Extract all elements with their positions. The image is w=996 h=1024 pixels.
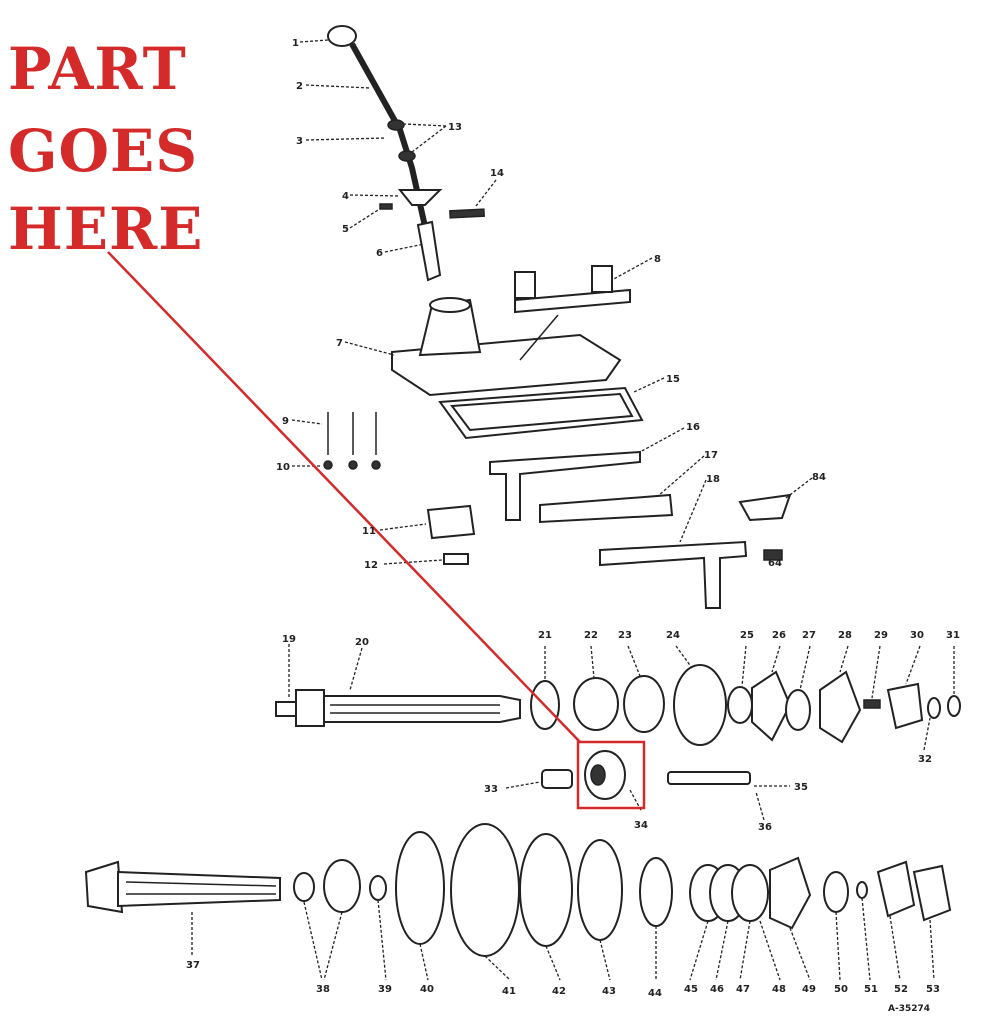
part-label-32: 32 bbox=[918, 754, 932, 765]
part-label-16: 16 bbox=[686, 422, 700, 433]
part-label-6: 6 bbox=[376, 248, 383, 259]
part-label-34: 34 bbox=[634, 820, 648, 831]
part-label-45: 45 bbox=[684, 984, 698, 995]
part-label-15: 15 bbox=[666, 374, 680, 385]
part-label-37: 37 bbox=[186, 960, 200, 971]
part-label-8: 8 bbox=[654, 254, 661, 265]
part-label-29: 29 bbox=[874, 630, 888, 641]
part-label-53: 53 bbox=[926, 984, 940, 995]
part-label-49: 49 bbox=[802, 984, 816, 995]
part-label-47: 47 bbox=[736, 984, 750, 995]
part-label-1: 1 bbox=[292, 38, 299, 49]
part-label-10: 10 bbox=[276, 462, 290, 473]
part-label-46: 46 bbox=[710, 984, 724, 995]
input-shaft bbox=[275, 644, 521, 727]
countershaft-gears bbox=[293, 823, 952, 981]
part-label-44: 44 bbox=[648, 988, 662, 999]
main-gears-row bbox=[530, 645, 961, 751]
part-label-28: 28 bbox=[838, 630, 852, 641]
part-label-13: 13 bbox=[448, 122, 462, 133]
part-label-24: 24 bbox=[666, 630, 680, 641]
drawing-code: A-35274 bbox=[888, 1004, 931, 1014]
part-label-26: 26 bbox=[772, 630, 786, 641]
part-label-48: 48 bbox=[772, 984, 786, 995]
shifter-fork-18 bbox=[599, 479, 748, 609]
part-label-22: 22 bbox=[584, 630, 598, 641]
part-label-39: 39 bbox=[378, 984, 392, 995]
part-label-41: 41 bbox=[502, 986, 516, 997]
part-label-64: 64 bbox=[768, 558, 782, 569]
poppet-springs bbox=[291, 412, 381, 470]
part-label-51: 51 bbox=[864, 984, 878, 995]
countershaft bbox=[84, 860, 281, 956]
shifter-rail-bracket bbox=[514, 257, 653, 314]
detent-cap bbox=[738, 477, 813, 561]
shifter-cover bbox=[344, 297, 622, 397]
part-label-38: 38 bbox=[316, 984, 330, 995]
part-label-27: 27 bbox=[802, 630, 816, 641]
part-label-31: 31 bbox=[946, 630, 960, 641]
shift-knob bbox=[299, 25, 357, 47]
part-label-11: 11 bbox=[362, 526, 376, 537]
part-label-2: 2 bbox=[296, 81, 303, 92]
callout-line-here: HERE bbox=[8, 195, 204, 263]
part-label-14: 14 bbox=[490, 168, 504, 179]
part-label-30: 30 bbox=[910, 630, 924, 641]
part-label-5: 5 bbox=[342, 224, 349, 235]
part-label-42: 42 bbox=[552, 986, 566, 997]
shifter-fork-16 bbox=[489, 427, 685, 521]
callout-line-part: PART bbox=[8, 35, 187, 103]
part-label-19: 19 bbox=[282, 634, 296, 645]
part-label-25: 25 bbox=[740, 630, 754, 641]
part-label-33: 33 bbox=[484, 784, 498, 795]
callout-arrow-line bbox=[107, 251, 581, 743]
part-label-50: 50 bbox=[834, 984, 848, 995]
highlight-box bbox=[576, 740, 646, 810]
callout-line-goes: GOES bbox=[8, 117, 199, 185]
part-label-4: 4 bbox=[342, 191, 349, 202]
shifter-fork-17 bbox=[539, 455, 705, 524]
part-label-35: 35 bbox=[794, 782, 808, 793]
interlock-block bbox=[379, 504, 476, 565]
part-label-17: 17 bbox=[704, 450, 718, 461]
part-label-7: 7 bbox=[336, 338, 343, 349]
part-label-84: 84 bbox=[812, 472, 826, 483]
part-number-labels: 1 2 3 13 14 4 5 6 8 7 15 9 16 17 10 18 8… bbox=[186, 38, 960, 999]
part-label-18: 18 bbox=[706, 474, 720, 485]
part-label-36: 36 bbox=[758, 822, 772, 833]
reverse-idler-gear bbox=[584, 750, 643, 813]
part-label-52: 52 bbox=[894, 984, 908, 995]
part-label-23: 23 bbox=[618, 630, 632, 641]
part-label-20: 20 bbox=[355, 637, 369, 648]
idler-shaft-row bbox=[505, 769, 790, 821]
part-label-9: 9 bbox=[282, 416, 289, 427]
shift-lever bbox=[305, 42, 497, 282]
part-label-43: 43 bbox=[602, 986, 616, 997]
cover-gasket bbox=[438, 377, 665, 440]
part-label-3: 3 bbox=[296, 136, 303, 147]
part-label-40: 40 bbox=[420, 984, 434, 995]
part-label-21: 21 bbox=[538, 630, 552, 641]
part-label-12: 12 bbox=[364, 560, 378, 571]
